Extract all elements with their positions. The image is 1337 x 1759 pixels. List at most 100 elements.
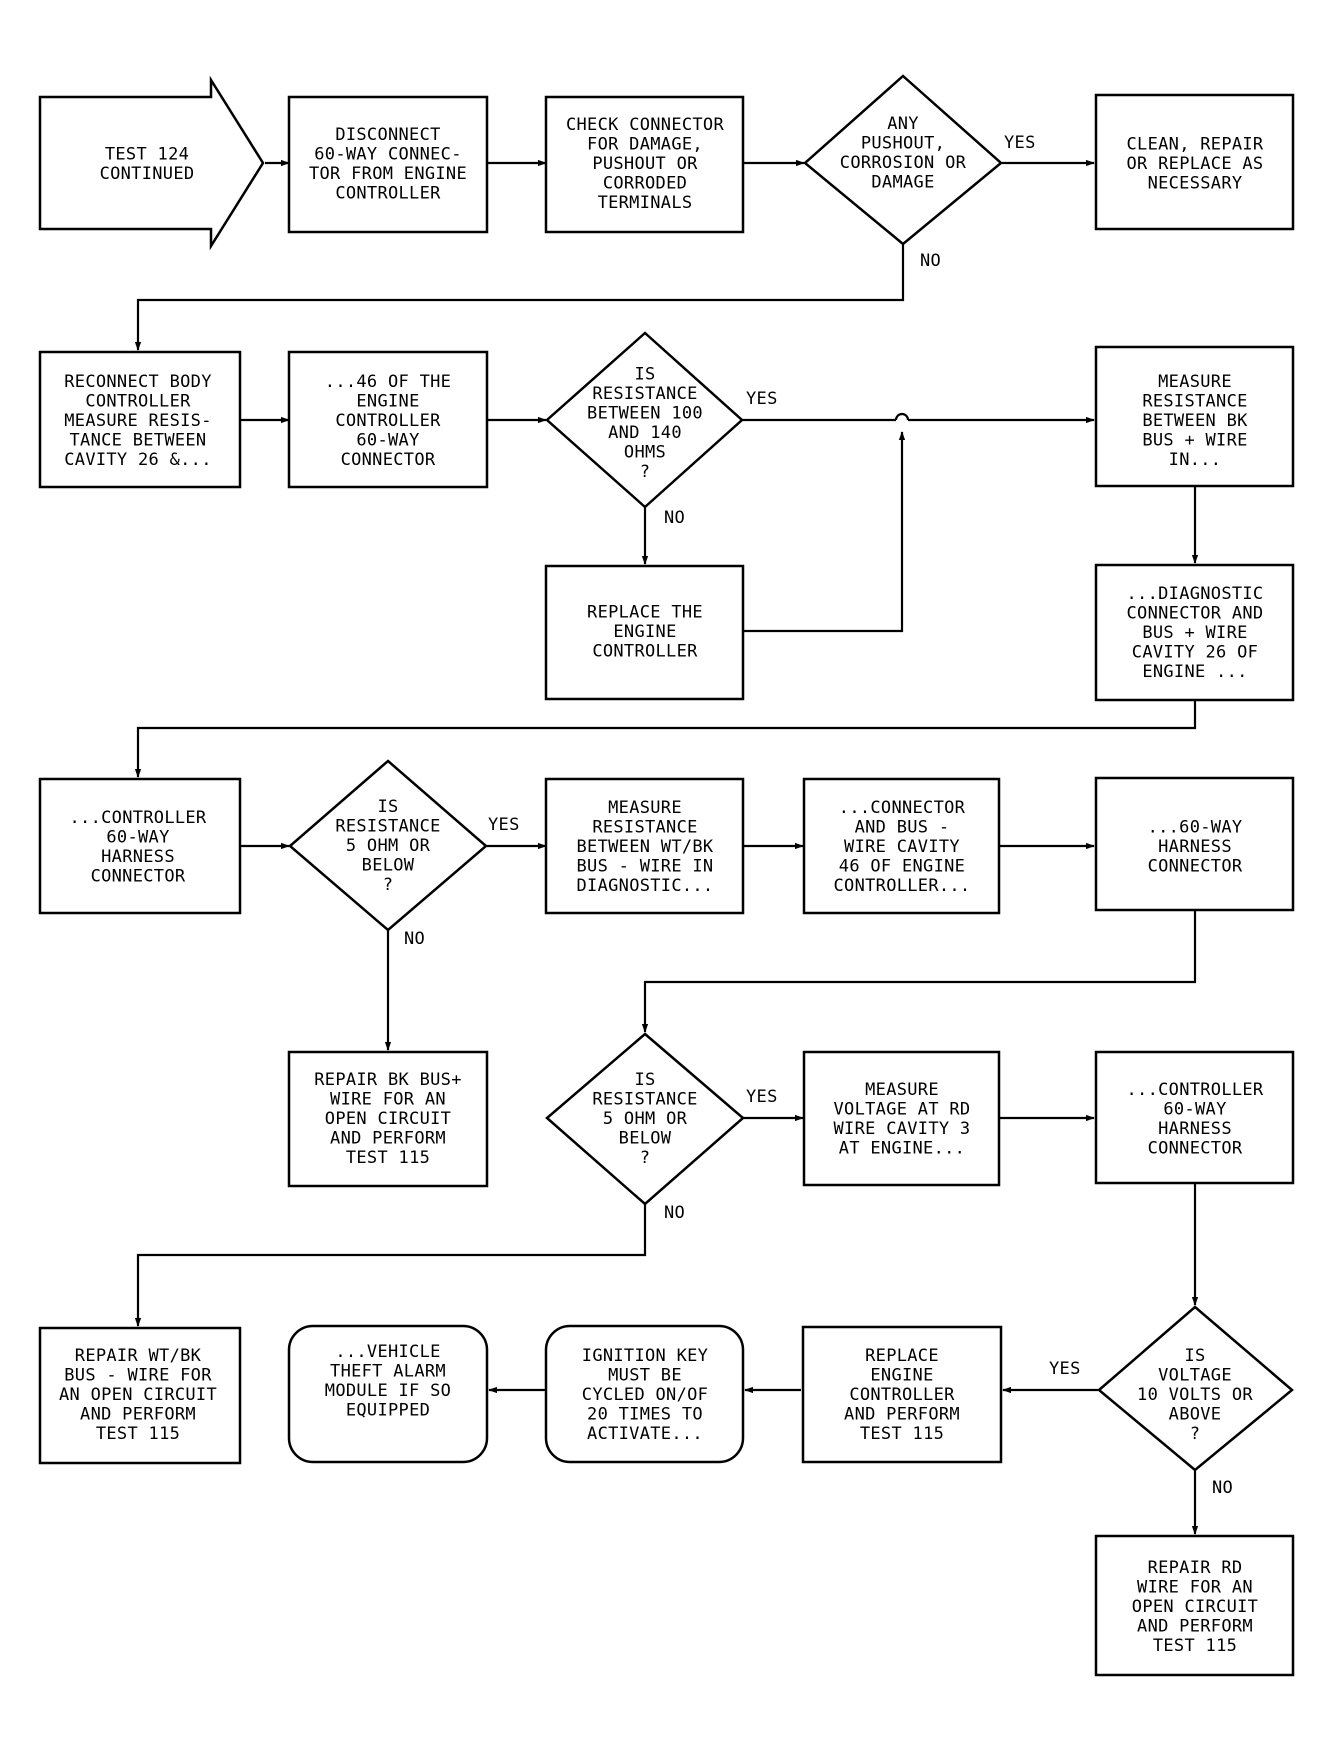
node-text-line: 20 TIMES TO	[587, 1405, 703, 1425]
node-text-line: VOLTAGE AT RD	[834, 1099, 971, 1119]
node-text-line: IS	[1184, 1346, 1205, 1366]
node-text-line: RESISTANCE	[592, 818, 697, 838]
node-text-line: TEST 115	[96, 1424, 180, 1444]
node-text-line: THEFT ALARM	[330, 1361, 446, 1381]
node-text-line: OPEN CIRCUIT	[1132, 1597, 1258, 1617]
node-text-line: BUS + WIRE	[1142, 431, 1247, 451]
node-text-line: CHECK CONNECTOR	[566, 115, 724, 135]
node-text-line: TEST 115	[860, 1424, 944, 1444]
node-text-line: MEASURE	[865, 1080, 939, 1100]
node-text-line: HARNESS	[1158, 837, 1232, 857]
node-text-line: HARNESS	[1158, 1119, 1232, 1139]
label-yes-res5b: YES	[746, 1087, 778, 1107]
node-text-line: BUS - WIRE IN	[577, 857, 714, 877]
node-text-line: CONTROLLER	[335, 183, 441, 203]
node-text-line: AND PERFORM	[330, 1129, 446, 1149]
node-text-line: BUS + WIRE	[1142, 623, 1247, 643]
node-text-line: TEST 124	[105, 144, 189, 164]
node-text-line: AND 140	[608, 423, 682, 443]
node-text-line: AND PERFORM	[844, 1405, 960, 1425]
node-text-line: DAMAGE	[871, 172, 934, 192]
node-text-line: CORROSION OR	[840, 153, 967, 173]
node-text-line: OR REPLACE AS	[1127, 154, 1264, 174]
label-yes-volt10: YES	[1049, 1359, 1081, 1379]
edge-harn60-to-decision	[641, 910, 1197, 1033]
node-text-line: MUST BE	[608, 1366, 682, 1386]
node-text-line: AND PERFORM	[1137, 1617, 1253, 1637]
node-text-line: 5 OHM OR	[603, 1109, 688, 1129]
node-text-line: EQUIPPED	[346, 1400, 430, 1420]
node-text-line: TERMINALS	[598, 193, 693, 213]
node-text-line: BUS - WIRE FOR	[64, 1366, 212, 1386]
node-text-line: FOR DAMAGE,	[587, 135, 703, 155]
node-text-line: IN...	[1169, 450, 1222, 470]
node-text-line: REPAIR BK BUS+	[314, 1070, 462, 1090]
node-text-line: BETWEEN 100	[587, 403, 703, 423]
node-text-line: NECESSARY	[1148, 174, 1243, 194]
node-text-line: BETWEEN BK	[1142, 411, 1248, 431]
node-text-line: MODULE IF SO	[325, 1381, 451, 1401]
node-text-line: BETWEEN WT/BK	[577, 837, 714, 857]
node-text-line: ?	[640, 1148, 651, 1168]
node-text-line: OHMS	[624, 442, 666, 462]
node-text-line: AT ENGINE...	[839, 1138, 965, 1158]
node-text-line: CONNECTOR	[1148, 857, 1243, 877]
node-text-line: ?	[383, 875, 394, 895]
node-text-line: BELOW	[362, 856, 415, 876]
node-text-line: CLEAN, REPAIR	[1127, 135, 1264, 155]
edge-jump-over	[894, 412, 910, 421]
node-text-line: CAVITY 26 &...	[64, 450, 212, 470]
node-text-line: RECONNECT BODY	[64, 372, 212, 392]
label-no-pushout: NO	[920, 251, 941, 271]
node-text-line: AND PERFORM	[80, 1405, 196, 1425]
node-text-line: CYCLED ON/OF	[582, 1385, 708, 1405]
edge-labels: YES NO YES NO YES NO YES NO YES NO	[404, 133, 1233, 1498]
node-text-line: CONNECTOR	[341, 450, 436, 470]
node-text-line: RESISTANCE	[335, 817, 440, 837]
label-no-res100: NO	[664, 508, 685, 528]
flow-connectors	[134, 159, 1199, 1535]
node-text-line: ...CONTROLLER	[70, 808, 207, 828]
node-text-line: IS	[377, 797, 398, 817]
node-text-line: TEST 115	[346, 1148, 430, 1168]
node-text-line: MEASURE	[608, 798, 682, 818]
node-text-line: HARNESS	[101, 847, 175, 867]
node-text-line: ENGINE	[870, 1366, 933, 1386]
node-text-line: 10 VOLTS OR	[1137, 1385, 1253, 1405]
node-text-line: DIAGNOSTIC...	[577, 876, 714, 896]
node-text-line: WIRE FOR AN	[330, 1090, 446, 1110]
